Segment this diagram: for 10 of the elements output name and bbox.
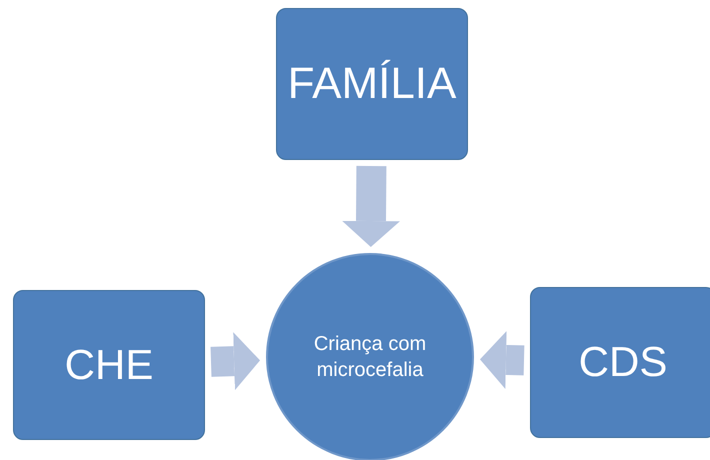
process-box	[13, 290, 205, 440]
process-box	[276, 8, 468, 160]
node-label: FAMÍLIA	[288, 58, 456, 110]
block-arrow	[342, 166, 400, 247]
process-box	[530, 287, 710, 438]
block-arrow	[480, 330, 524, 389]
node-label: Criança com microcefalia	[312, 332, 428, 383]
node-label: CHE	[64, 340, 154, 390]
node-label: CDS	[578, 337, 668, 388]
block-arrow	[210, 332, 260, 390]
